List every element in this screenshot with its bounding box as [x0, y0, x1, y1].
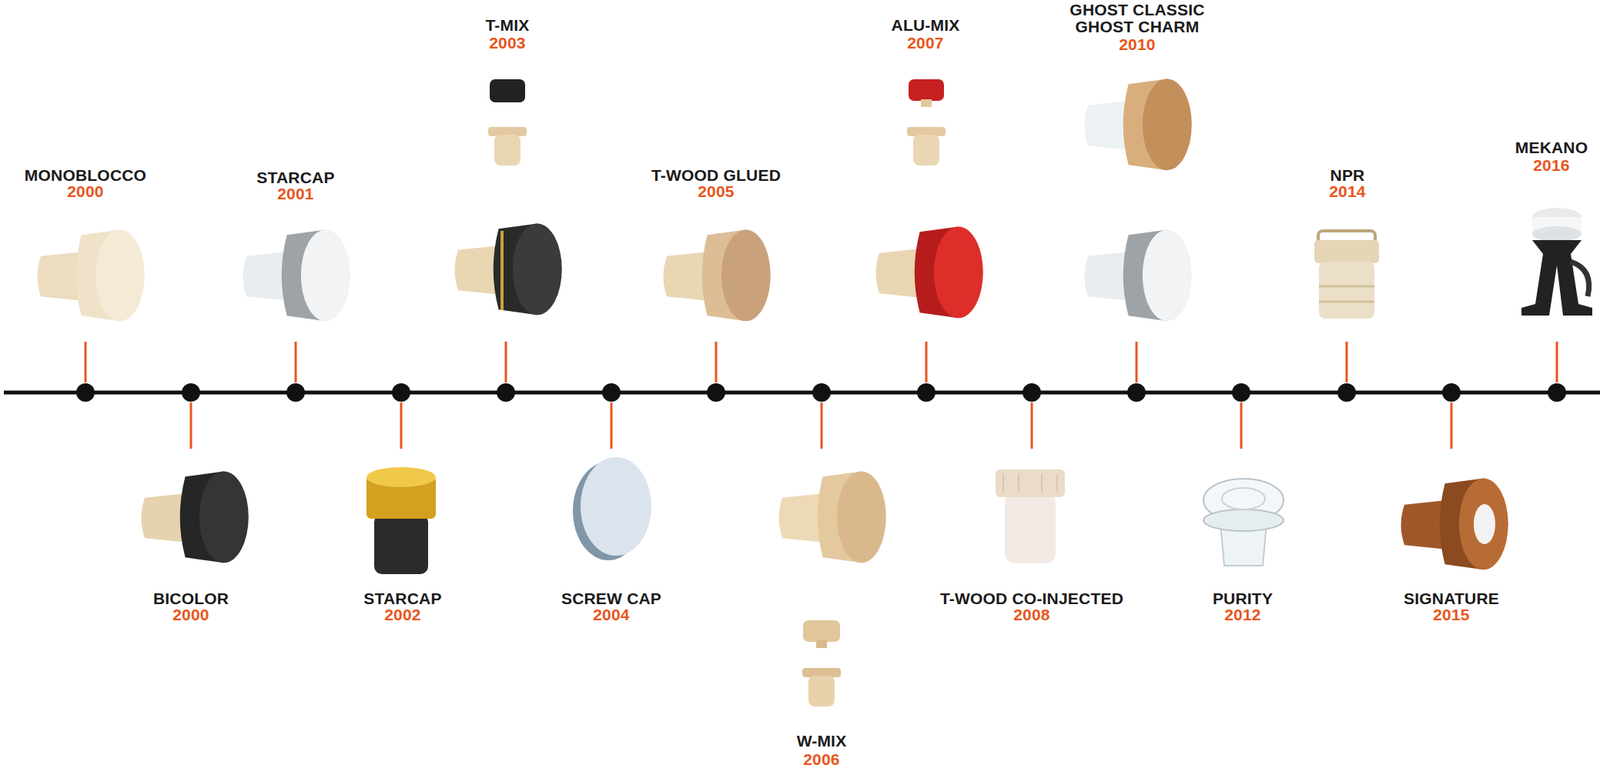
product-name: GHOST CLASSIC GHOST CHARM: [1060, 1, 1215, 36]
year-label: 2015: [1432, 606, 1470, 623]
year-label: 2000: [66, 183, 104, 200]
tick-lines: [85, 341, 1557, 449]
product-name: T-WOOD GLUED: [651, 167, 781, 184]
product-name: T-WOOD CO-INJECTED: [940, 590, 1124, 607]
year-label: 2000: [172, 606, 210, 623]
stopper-purity: [1203, 478, 1284, 566]
stopper-screw-cap: [572, 457, 652, 561]
stopper-ghost-classic: [1084, 78, 1192, 171]
stopper-starcap-gold: [366, 467, 436, 575]
stopper-alu-mix: [876, 226, 984, 318]
year-label: 2016: [1533, 157, 1570, 174]
product-name: STARCAP: [256, 169, 335, 186]
product-name: STARCAP: [363, 590, 442, 607]
alu-mix-parts: [907, 79, 946, 166]
stopper-mekano: [1521, 207, 1593, 316]
year-label: 2014: [1328, 183, 1366, 200]
product-name: W-MIX: [796, 733, 847, 750]
timeline-dots: [76, 383, 1567, 402]
product-name: T-MIX: [485, 16, 530, 34]
signature-medallion: [1473, 504, 1496, 545]
product-name: MONOBLOCCO: [24, 167, 147, 184]
stopper-w-mix: [779, 471, 887, 563]
stopper-starcap: [243, 229, 351, 322]
year-label: 2007: [907, 34, 944, 51]
stopper-npr: [1314, 230, 1380, 319]
w-mix-parts: [802, 620, 841, 707]
stopper-signature: [1401, 478, 1509, 570]
stopper-t-wood-glued: [663, 229, 771, 322]
product-name: MEKANO: [1515, 139, 1589, 156]
year-label: 2003: [488, 34, 526, 51]
year-label: 2008: [1013, 606, 1051, 623]
year-label: 2006: [803, 751, 841, 768]
product-name: BICOLOR: [153, 590, 229, 607]
year-label: 2005: [697, 183, 735, 200]
product-name: NPR: [1330, 167, 1366, 184]
stopper-ghost-charm: [1084, 229, 1192, 322]
product-name: PURITY: [1212, 590, 1273, 607]
year-label: 2012: [1224, 606, 1262, 623]
product-name: ALU-MIX: [891, 16, 961, 34]
gold-ring: [500, 230, 504, 311]
stopper-monoblocco: [37, 229, 145, 322]
year-label: 2010: [1118, 36, 1156, 53]
year-label: 2001: [277, 185, 315, 202]
product-name: SCREW CAP: [561, 590, 662, 607]
year-label: 2002: [384, 606, 422, 623]
product-name: SIGNATURE: [1403, 590, 1500, 607]
t-mix-parts: [488, 79, 527, 166]
stopper-t-mix: [455, 223, 563, 315]
stopper-t-wood-co-injected: [995, 469, 1065, 564]
timeline-axis: [3, 391, 1600, 395]
stopper-bicolor: [141, 471, 249, 563]
year-label: 2004: [592, 606, 630, 623]
